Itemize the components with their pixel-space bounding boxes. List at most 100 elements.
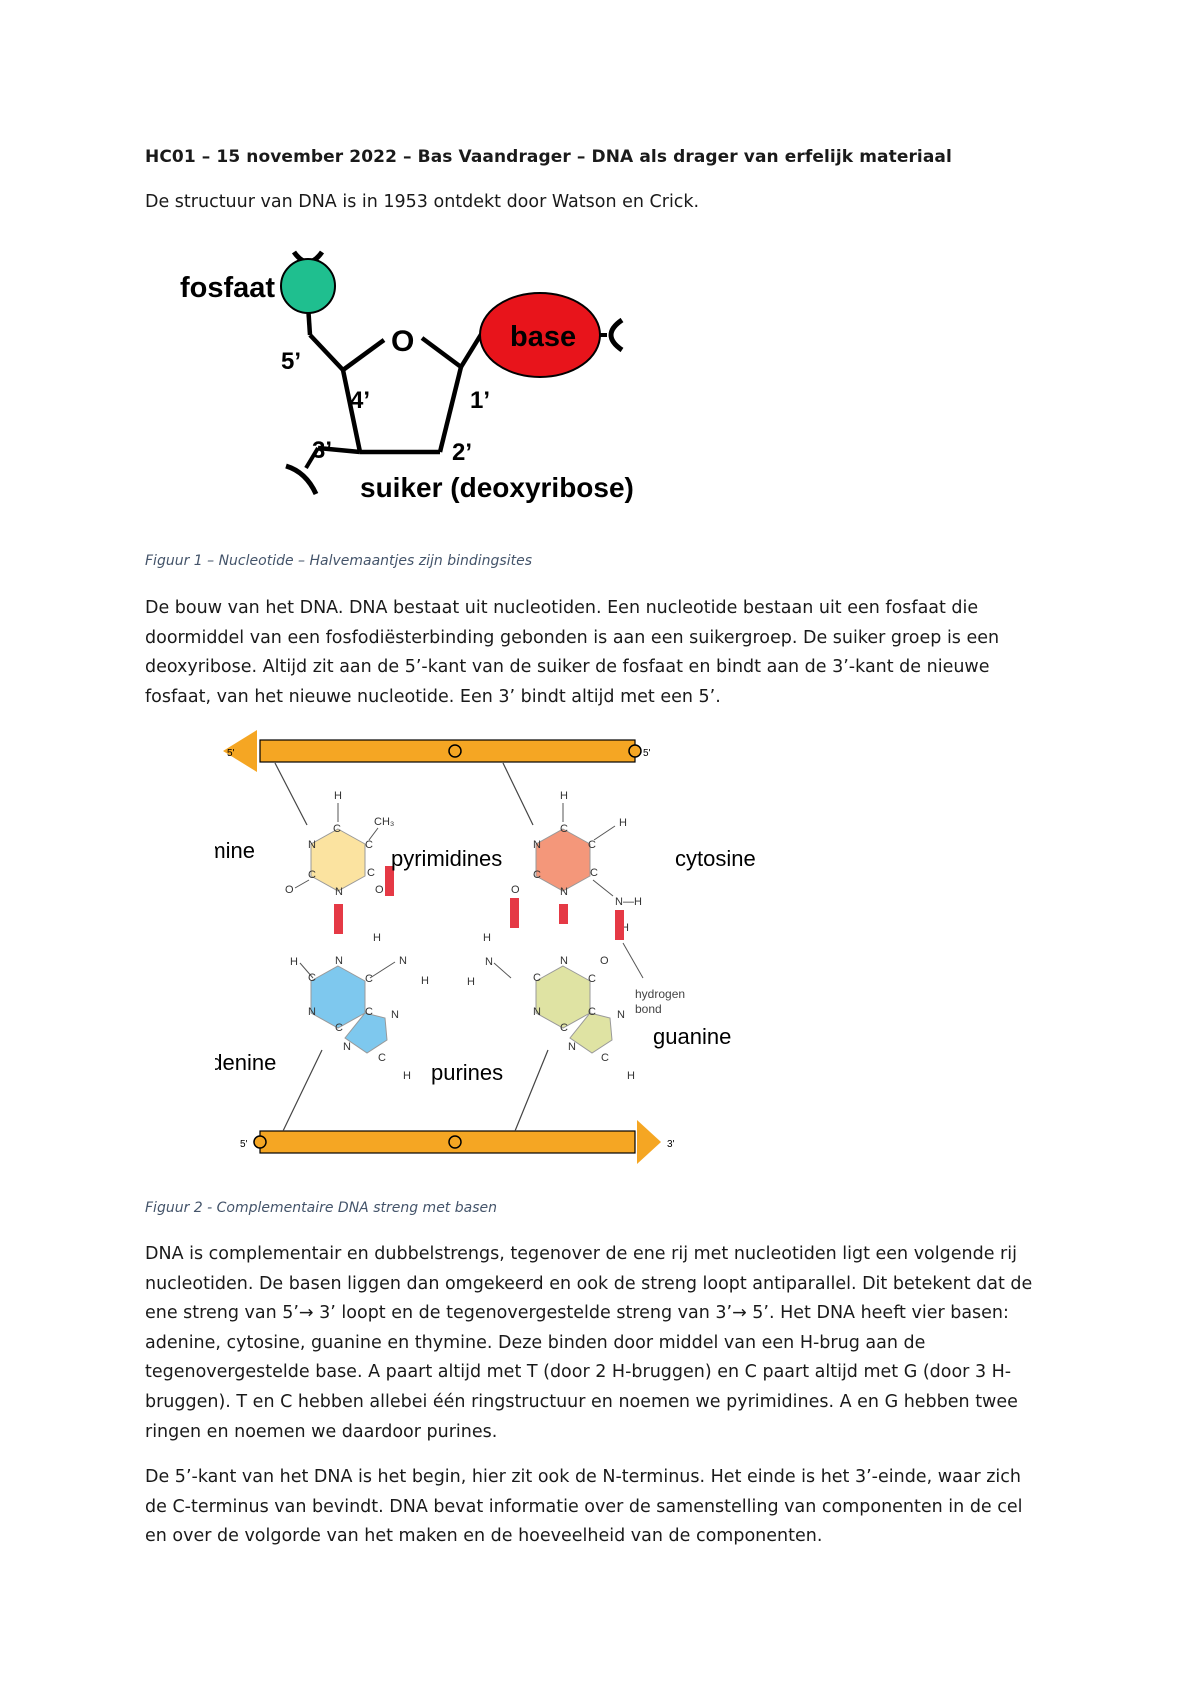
svg-text:H: H bbox=[483, 932, 491, 944]
svg-text:H: H bbox=[373, 932, 381, 944]
svg-text:C: C bbox=[367, 867, 375, 879]
svg-text:N: N bbox=[533, 1006, 541, 1018]
svg-text:C: C bbox=[335, 1022, 343, 1034]
phosphate-circle bbox=[280, 258, 336, 314]
thymine-label: thymine bbox=[215, 838, 255, 863]
sugar-ring bbox=[305, 304, 495, 455]
adenine-label: adenine bbox=[215, 1050, 276, 1075]
purines-label: purines bbox=[431, 1060, 503, 1085]
adenine-rings bbox=[310, 965, 388, 1054]
dna-basepair-figure: 5' 5' 5' 3' bbox=[215, 730, 756, 1164]
svg-text:N—H: N—H bbox=[615, 896, 642, 908]
svg-text:H: H bbox=[334, 790, 342, 802]
svg-text:C: C bbox=[601, 1052, 609, 1064]
svg-text:H: H bbox=[290, 956, 298, 968]
paragraph-2-line: DNA is complementair en dubbelstrengs, t… bbox=[145, 1244, 1017, 1264]
carbon-3-label: 3’ bbox=[312, 437, 332, 464]
svg-text:C: C bbox=[533, 972, 541, 984]
svg-text:C: C bbox=[588, 839, 596, 851]
svg-text:N: N bbox=[560, 955, 568, 967]
paragraph-2-line: ene streng van 5’→ 3’ loopt en de tegeno… bbox=[145, 1303, 1009, 1324]
figure1-caption: Figuur 1 – Nucleotide – Halvemaantjes zi… bbox=[145, 553, 532, 569]
svg-text:C: C bbox=[588, 1006, 596, 1018]
bond-site-sugar-icon bbox=[285, 446, 320, 496]
svg-text:N: N bbox=[399, 955, 407, 967]
svg-text:H: H bbox=[619, 817, 627, 829]
atom-labels: H CC NC NC CH₃ O O H CC NC NC H O N—H H … bbox=[285, 790, 642, 1082]
paragraph-1: De bouw van het DNA. DNA bestaat uit nuc… bbox=[145, 594, 1060, 712]
paragraph-1-line: deoxyribose. Altijd zit aan de 5’-kant v… bbox=[145, 657, 990, 678]
svg-text:N: N bbox=[560, 886, 568, 898]
svg-text:H: H bbox=[627, 1070, 635, 1082]
carbon-1-label: 1’ bbox=[470, 387, 490, 414]
svg-text:N: N bbox=[485, 956, 493, 968]
base-ellipse bbox=[479, 292, 601, 378]
top-right-end-label: 5' bbox=[643, 748, 651, 759]
cytosine-ring bbox=[535, 828, 591, 892]
hydrogen-bond-label: hydrogen bond bbox=[635, 987, 688, 1016]
svg-text:N: N bbox=[335, 955, 343, 967]
paragraph-3-line: en over de volgorde van het maken en de … bbox=[145, 1526, 823, 1547]
carbon-4-label: 4’ bbox=[350, 387, 370, 414]
paragraph-1-line: fosfaat, van het nieuwe nucleotide. Een … bbox=[145, 686, 721, 707]
sugar-label: suiker (deoxyribose) bbox=[360, 472, 634, 503]
svg-text:H: H bbox=[421, 975, 429, 987]
thymine-ring bbox=[310, 828, 366, 892]
svg-text:C: C bbox=[588, 973, 596, 985]
hydrogen-bond-label-line-1: hydrogen bbox=[635, 987, 685, 1001]
svg-text:C: C bbox=[560, 823, 568, 835]
hydrogen-bond-label-line-2: bond bbox=[635, 1002, 662, 1016]
paragraph-2-line: ringen en noemen we daardoor purines. bbox=[145, 1421, 498, 1442]
paragraph-1-line: doormiddel van een fosfodiësterbinding g… bbox=[145, 627, 1000, 648]
svg-text:C: C bbox=[308, 869, 316, 881]
figure2-caption: Figuur 2 - Complementaire DNA streng met… bbox=[145, 1200, 497, 1216]
bottom-backbone bbox=[253, 1120, 661, 1164]
svg-text:C: C bbox=[333, 823, 341, 835]
svg-text:H: H bbox=[560, 790, 568, 802]
svg-text:CH₃: CH₃ bbox=[374, 816, 394, 828]
svg-text:N: N bbox=[533, 839, 541, 851]
svg-text:N: N bbox=[308, 839, 316, 851]
svg-text:O: O bbox=[285, 884, 294, 896]
svg-text:C: C bbox=[378, 1052, 386, 1064]
svg-text:N: N bbox=[391, 1009, 399, 1021]
guanine-rings bbox=[535, 965, 613, 1054]
svg-text:N: N bbox=[617, 1009, 625, 1021]
svg-text:C: C bbox=[533, 869, 541, 881]
paragraph-2: DNA is complementair en dubbelstrengs, t… bbox=[145, 1240, 1060, 1447]
paragraph-2-line: bruggen). T en C hebben allebei één ring… bbox=[145, 1391, 1018, 1412]
svg-text:O: O bbox=[511, 884, 520, 896]
pyrimidines-label: pyrimidines bbox=[391, 846, 502, 871]
paragraph-3: De 5’-kant van het DNA is het begin, hie… bbox=[145, 1463, 1060, 1552]
svg-text:N: N bbox=[343, 1041, 351, 1053]
backbone-linkers bbox=[274, 762, 549, 1132]
document-heading: HC01 – 15 november 2022 – Bas Vaandrager… bbox=[145, 147, 952, 167]
svg-text:H: H bbox=[403, 1070, 411, 1082]
bottom-right-end-label: 3' bbox=[667, 1139, 675, 1150]
hydrogen-bonds bbox=[334, 866, 624, 940]
svg-text:N: N bbox=[568, 1041, 576, 1053]
svg-text:C: C bbox=[365, 973, 373, 985]
svg-text:C: C bbox=[590, 867, 598, 879]
guanine-label: guanine bbox=[653, 1024, 731, 1049]
top-backbone bbox=[223, 730, 642, 772]
carbon-2-label: 2’ bbox=[452, 439, 472, 466]
oxygen-label: O bbox=[391, 325, 414, 358]
phosphate-label: fosfaat bbox=[180, 272, 275, 304]
hydrogen-bond-pointer bbox=[622, 942, 644, 979]
svg-text:C: C bbox=[365, 1006, 373, 1018]
intro-text: De structuur van DNA is in 1953 ontdekt … bbox=[145, 192, 700, 212]
svg-text:N: N bbox=[308, 1006, 316, 1018]
svg-text:O: O bbox=[375, 884, 384, 896]
paragraph-1-line: De bouw van het DNA. DNA bestaat uit nuc… bbox=[145, 598, 979, 618]
svg-text:C: C bbox=[560, 1022, 568, 1034]
svg-text:C: C bbox=[308, 972, 316, 984]
paragraph-3-line: De 5’-kant van het DNA is het begin, hie… bbox=[145, 1467, 1021, 1487]
svg-text:N: N bbox=[335, 886, 343, 898]
svg-text:C: C bbox=[365, 839, 373, 851]
cytosine-label: cytosine bbox=[675, 846, 756, 871]
bottom-left-end-label: 5' bbox=[240, 1139, 248, 1150]
paragraph-2-line: tegenovergestelde base. A paart altijd m… bbox=[145, 1362, 1012, 1383]
nucleotide-figure: fosfaat base O 5’ 4’ 1’ 3’ 2’ suiker (de… bbox=[180, 250, 634, 503]
